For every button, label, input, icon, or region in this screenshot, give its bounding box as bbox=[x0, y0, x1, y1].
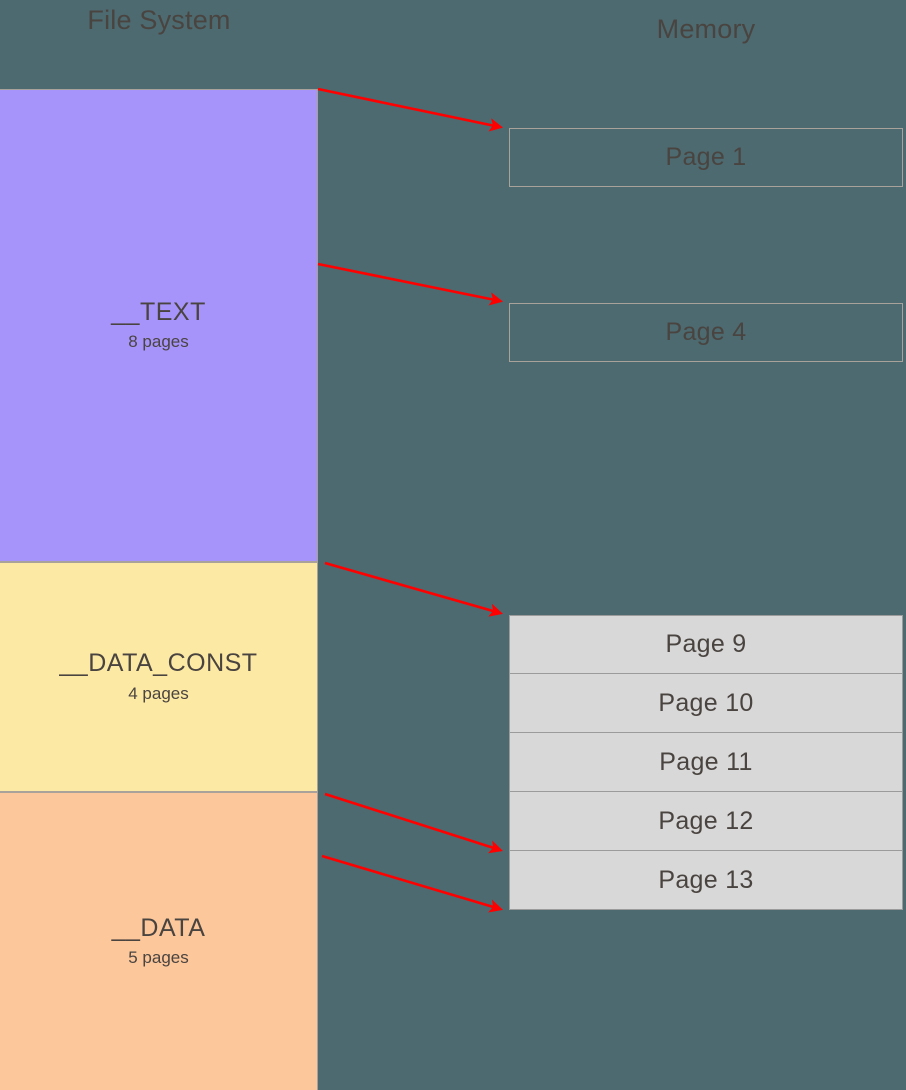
file-system-heading: File System bbox=[87, 5, 231, 35]
memory-page-1[interactable]: Page 1 bbox=[509, 128, 903, 187]
arrow-data-to-page-13 bbox=[321, 854, 503, 913]
memory-page-12[interactable]: Page 12 bbox=[509, 792, 903, 851]
segment-name-text: __TEXT bbox=[111, 297, 206, 326]
file-system-segment-text[interactable]: __TEXT 8 pages bbox=[0, 89, 318, 562]
memory-page-9[interactable]: Page 9 bbox=[509, 615, 903, 674]
arrow-text-to-page-1 bbox=[317, 87, 504, 132]
segment-pagecount-data-const: 4 pages bbox=[128, 683, 189, 703]
memory-page-13[interactable]: Page 13 bbox=[509, 851, 903, 910]
memory-page-10[interactable]: Page 10 bbox=[509, 674, 903, 733]
arrow-text-to-page-4 bbox=[317, 262, 504, 306]
segment-name-data: __DATA bbox=[111, 913, 206, 942]
memory-heading: Memory bbox=[656, 14, 756, 44]
arrow-data-const-to-page-13 bbox=[324, 792, 503, 854]
memory-page-11[interactable]: Page 11 bbox=[509, 733, 903, 792]
arrow-data-const-to-page-9 bbox=[324, 561, 503, 617]
segment-pagecount-text: 8 pages bbox=[128, 332, 189, 352]
segment-pagecount-data: 5 pages bbox=[128, 948, 189, 968]
segment-name-data-const: __DATA_CONST bbox=[59, 649, 258, 678]
file-system-segment-data[interactable]: __DATA 5 pages bbox=[0, 792, 318, 1090]
memory-page-4[interactable]: Page 4 bbox=[509, 303, 903, 362]
file-system-segment-data-const[interactable]: __DATA_CONST 4 pages bbox=[0, 562, 318, 792]
